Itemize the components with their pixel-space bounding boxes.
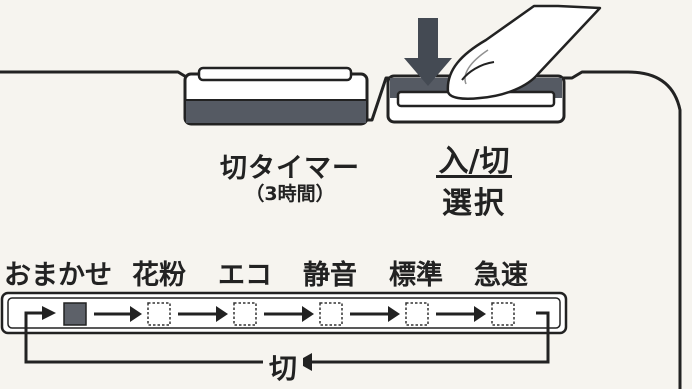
mode-indicator-3	[319, 302, 343, 326]
power-button-sublabel: 選択	[442, 186, 506, 221]
mode-indicator-2	[233, 302, 257, 326]
mode-label-hyojun: 標準	[389, 260, 443, 291]
label-divider	[436, 175, 512, 178]
timer-button[interactable]	[183, 66, 369, 126]
mode-label-omakase: おまかせ	[4, 260, 112, 291]
off-label: 切	[263, 347, 304, 387]
off-arrow-icon	[296, 353, 312, 371]
finger-icon	[446, 4, 602, 100]
mode-indicator-1	[147, 302, 171, 326]
next-arrow-icon	[436, 306, 486, 322]
mode-indicator-5	[491, 302, 515, 326]
power-button-label: 入/切	[438, 144, 510, 179]
cycle-start-arrow-icon	[24, 311, 44, 330]
press-arrow-icon	[404, 18, 452, 86]
mode-label-kafun: 花粉	[132, 260, 186, 291]
mode-label-kyusoku: 急速	[474, 260, 528, 291]
next-arrow-icon	[178, 306, 228, 322]
next-arrow-icon	[350, 306, 400, 322]
cycle-return-line	[24, 311, 550, 364]
timer-button-sublabel: （3時間）	[245, 183, 335, 205]
mode-label-seion: 静音	[303, 260, 357, 291]
mode-indicator-0	[63, 302, 87, 326]
mode-indicator-4	[405, 302, 429, 326]
next-arrow-icon	[94, 306, 142, 322]
timer-button-label: 切タイマー	[220, 153, 360, 184]
next-arrow-icon	[264, 306, 314, 322]
mode-label-eco: エコ	[218, 260, 272, 291]
